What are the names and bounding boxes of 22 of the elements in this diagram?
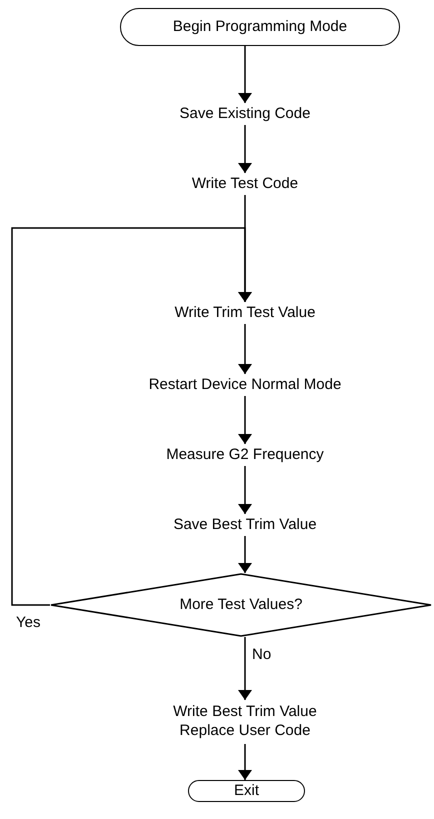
step-text: Measure G2 Frequency [105,444,385,466]
step-text: Save Best Trim Value [105,514,385,536]
step-text: Restart Device Normal Mode [105,374,385,396]
arrow [238,125,252,173]
arrow [238,46,252,103]
terminator-shape [188,780,305,802]
arrow [11,227,252,606]
arrow [238,637,252,700]
terminator-label: Begin Programming Mode [172,18,348,36]
step-text: Write Trim Test Value [105,302,385,324]
step-text: Save Existing Code [105,103,385,125]
arrow [238,744,252,780]
decision-diamond [50,573,432,637]
step-text: Write Best Trim Value Replace User Code [145,700,345,744]
decision-label: More Test Values? [180,596,302,614]
arrow [238,536,252,573]
terminator-shape [120,8,400,46]
terminator-label: Exit [234,782,259,800]
arrow [238,324,252,374]
step-text: Write Test Code [105,173,385,195]
arrow [238,396,252,444]
arrow [238,466,252,514]
